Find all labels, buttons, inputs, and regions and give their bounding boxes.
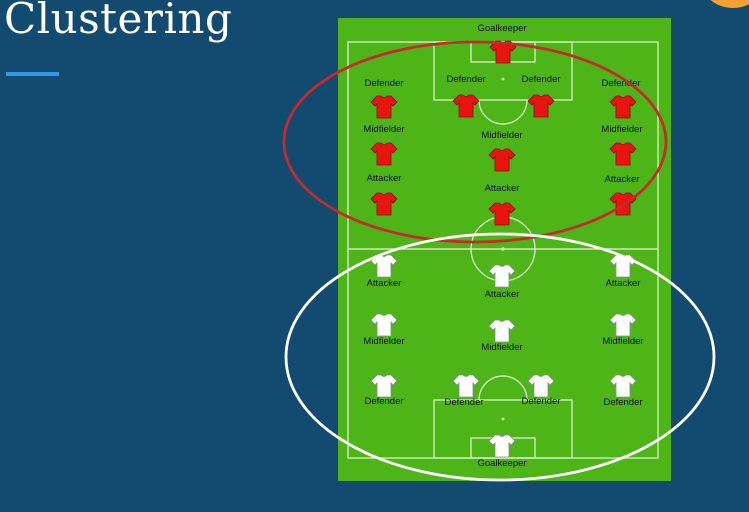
midfielder-label: Midfielder bbox=[602, 336, 643, 347]
title-underline bbox=[6, 72, 59, 76]
midfielder-label: Midfielder bbox=[601, 124, 642, 135]
midfielder-label: Midfielder bbox=[481, 342, 522, 353]
defender-label: Defender bbox=[521, 396, 560, 407]
midfielder-label: Midfielder bbox=[363, 124, 404, 135]
defender-label: Defender bbox=[603, 397, 642, 408]
center-spot bbox=[501, 247, 505, 251]
goalkeeper-label: Goalkeeper bbox=[477, 23, 526, 34]
cluster-ellipse-bottom bbox=[284, 232, 716, 482]
attacker-label: Attacker bbox=[367, 173, 402, 184]
bottom-penalty-arc bbox=[478, 375, 528, 401]
defender-label: Defender bbox=[521, 74, 560, 85]
defender-label: Defender bbox=[364, 78, 403, 89]
top-team: Goalkeeper Defender Defender Defender De… bbox=[363, 23, 643, 226]
defender-label: Defender bbox=[601, 78, 640, 89]
defender-label: Defender bbox=[364, 396, 403, 407]
slide-title: Clustering bbox=[4, 0, 233, 43]
goalkeeper-label: Goalkeeper bbox=[477, 458, 526, 469]
attacker-label: Attacker bbox=[606, 278, 641, 289]
bottom-team: Attacker Attacker Attacker Midfielder Mi… bbox=[363, 254, 644, 469]
bottom-penalty-spot bbox=[501, 417, 505, 421]
attacker-label: Attacker bbox=[485, 183, 520, 194]
defender-label: Defender bbox=[446, 74, 485, 85]
midfielder-label: Midfielder bbox=[481, 130, 522, 141]
top-penalty-arc bbox=[478, 99, 528, 125]
attacker-label: Attacker bbox=[605, 174, 640, 185]
defender-label: Defender bbox=[444, 397, 483, 408]
cluster-ellipse-top bbox=[282, 40, 668, 244]
corner-badge bbox=[703, 0, 749, 8]
midfielder-label: Midfielder bbox=[363, 336, 404, 347]
attacker-label: Attacker bbox=[485, 289, 520, 300]
top-penalty-spot bbox=[501, 77, 505, 81]
attacker-label: Attacker bbox=[367, 278, 402, 289]
